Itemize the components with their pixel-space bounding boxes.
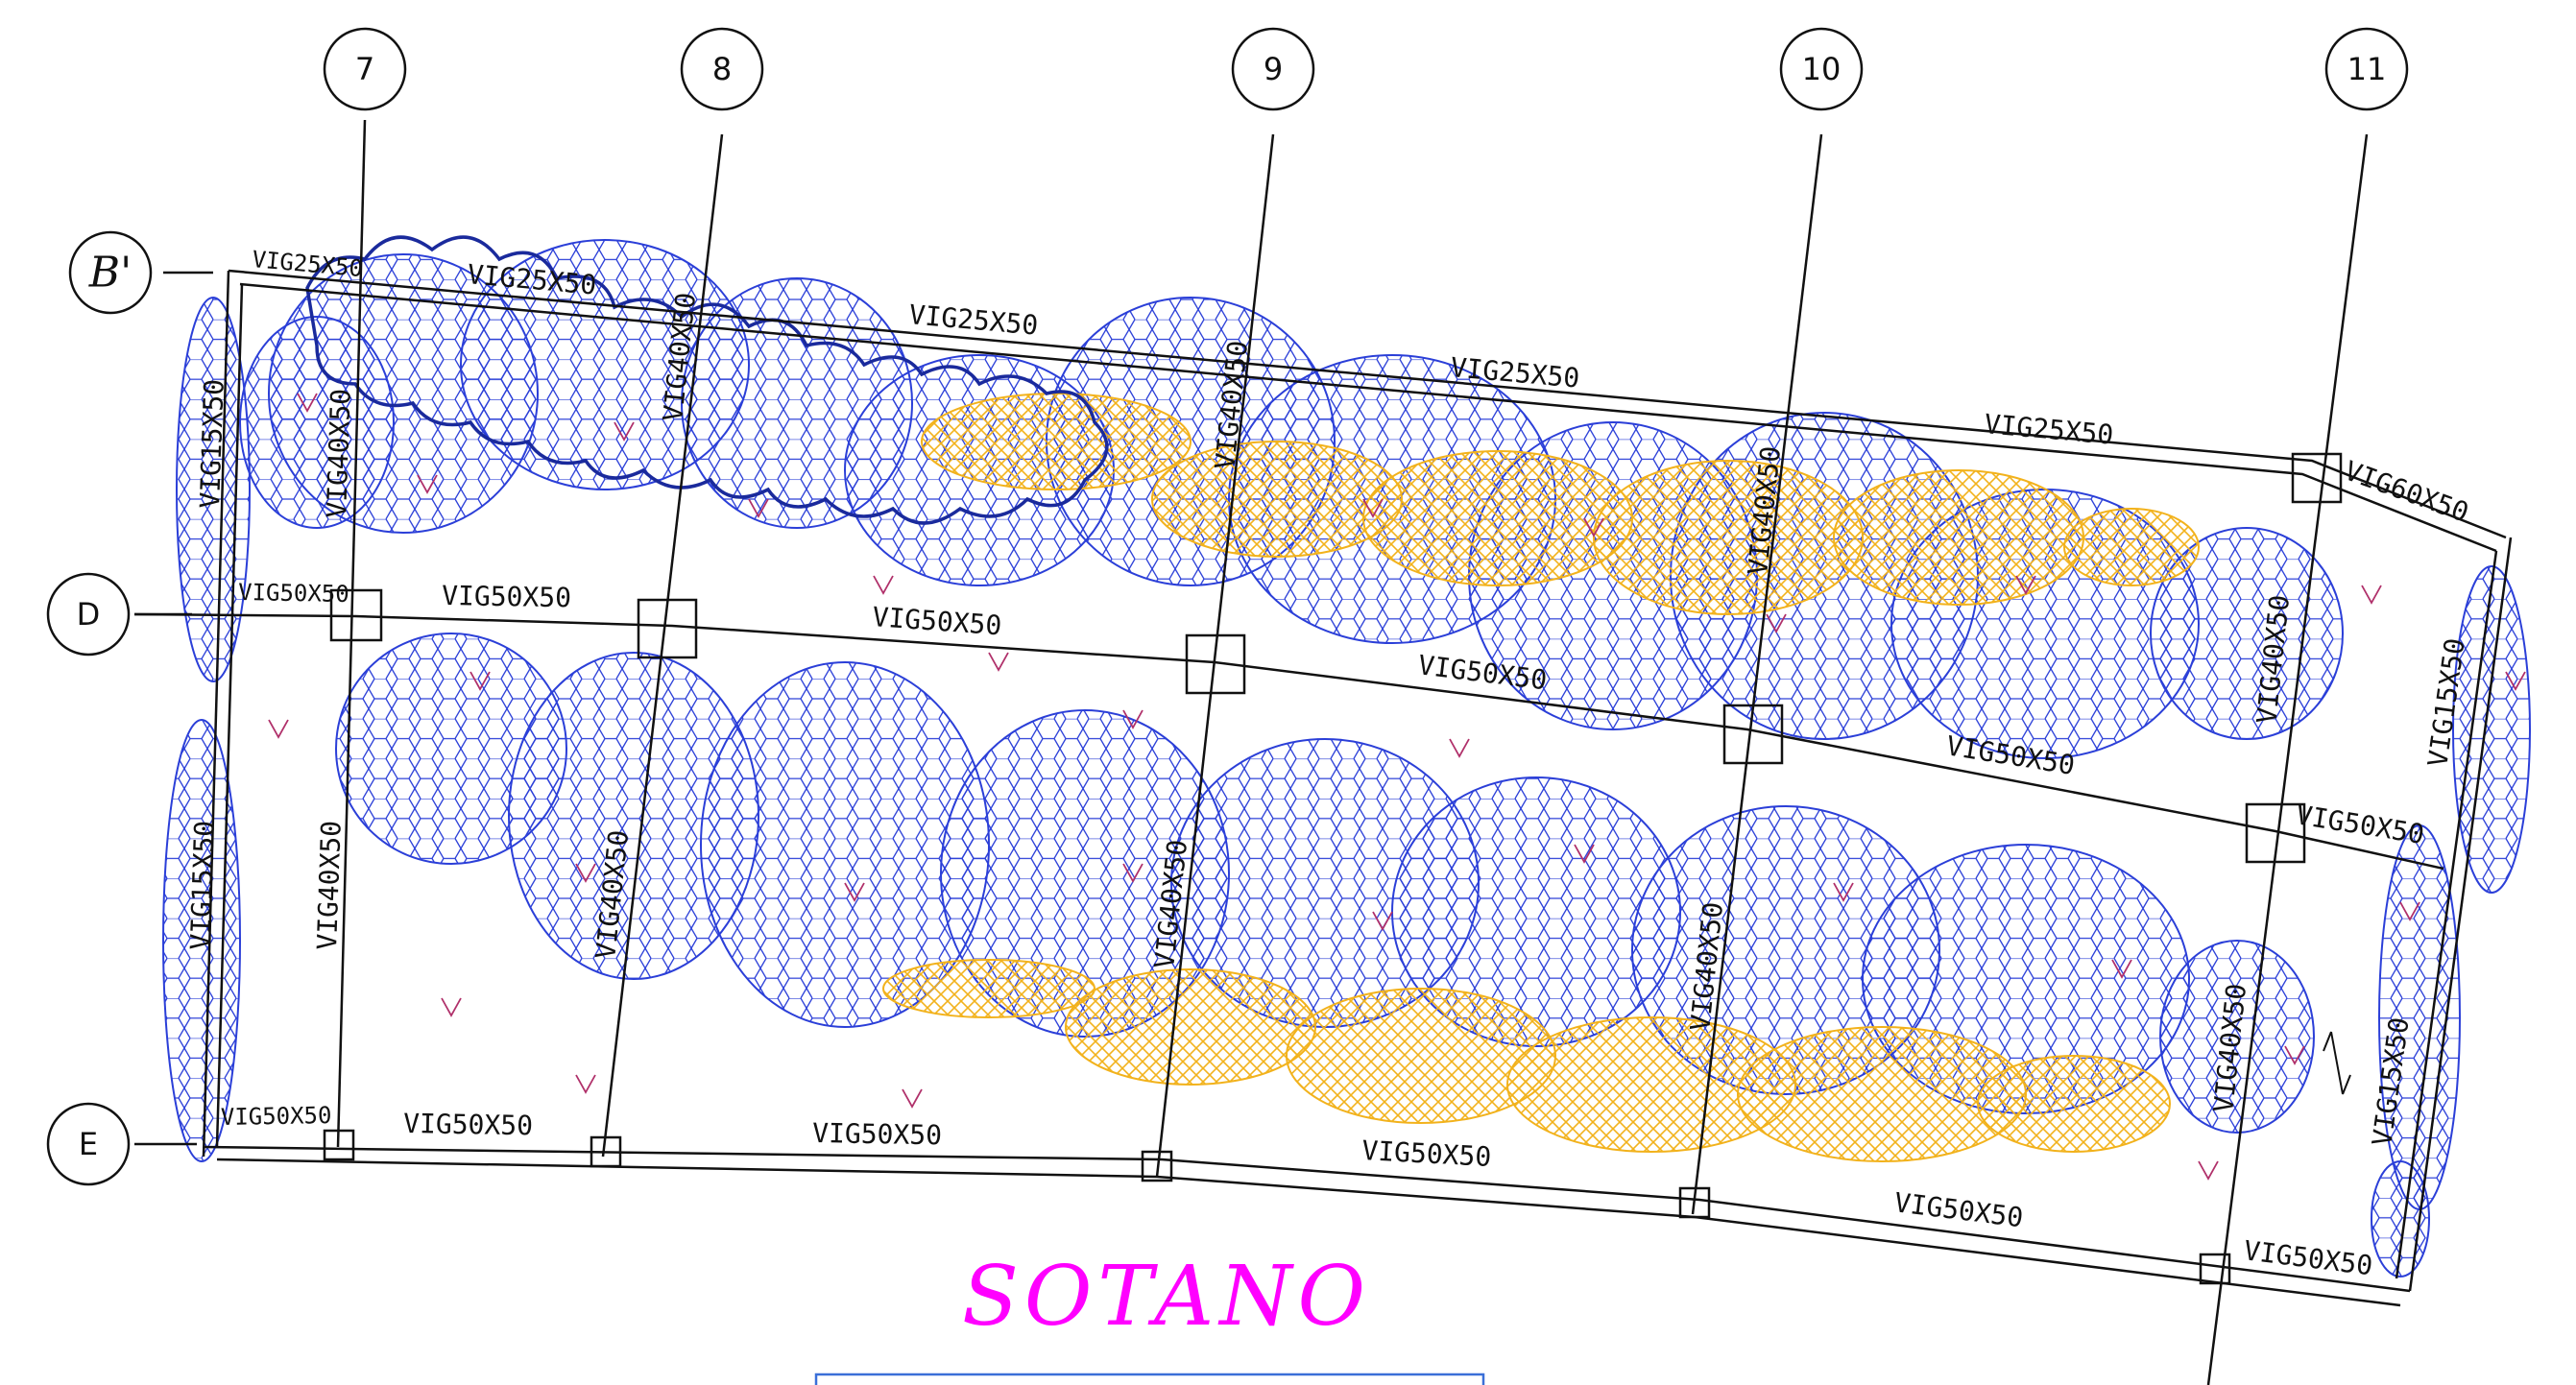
column-11-b <box>2291 452 2343 504</box>
tick-symbols <box>268 393 2526 1181</box>
beam-top-inner <box>239 282 2497 553</box>
column-10-d <box>1722 704 1784 765</box>
revision-cloud <box>305 235 1109 525</box>
grid-bubble-b-prime: B' <box>68 230 213 315</box>
svg-text:9: 9 <box>1264 51 1283 87</box>
column-10-e <box>1678 1186 1711 1219</box>
crosshatch-region-upper <box>921 393 2200 615</box>
svg-text:10: 10 <box>1802 51 1842 87</box>
column-8-d <box>637 598 698 659</box>
beam-label-row-e-6: VIG50X50 <box>2242 1234 2374 1281</box>
svg-text:8: 8 <box>712 51 732 87</box>
beam-label-top-corner: VIG60X50 <box>2341 455 2473 529</box>
grid-bubble-8: 8 <box>680 27 764 111</box>
beam-label-col7-lower: VIG40X50 <box>311 820 348 950</box>
beam-label-left-lower: VIG15X50 <box>184 820 221 950</box>
beam-label-row-d-2: VIG50X50 <box>442 580 571 613</box>
beam-label-row-e-3: VIG50X50 <box>812 1117 942 1151</box>
column-7-d <box>329 588 383 642</box>
beam-bottom-outer <box>203 1145 2411 1293</box>
beam-right-outer <box>2408 537 2513 1292</box>
beam-label-row-e-2: VIG50X50 <box>403 1108 533 1141</box>
grid-bubble-7: 7 <box>323 27 407 111</box>
beam-label-top-1: VIG25X50 <box>251 246 364 282</box>
column-11-d <box>2245 802 2306 864</box>
beam-label-row-e-1: VIG50X50 <box>221 1102 332 1131</box>
beam-top-outer <box>228 269 2507 539</box>
crosshatch-region-lower <box>882 959 2171 1162</box>
beam-col-7 <box>336 119 367 1148</box>
svg-text:11: 11 <box>2347 51 2387 87</box>
grid-bubble-d: D <box>46 572 192 657</box>
hex-cloud-strip-left <box>162 297 395 1162</box>
beam-label-row-d-3: VIG50X50 <box>872 601 1003 641</box>
title-block-frame <box>814 1373 1485 1385</box>
arrow-icon <box>2323 1031 2351 1095</box>
svg-text:7: 7 <box>355 51 374 87</box>
column-9-e <box>1141 1150 1173 1182</box>
column-7-e <box>323 1129 355 1161</box>
beam-col-10 <box>1691 133 1823 1215</box>
column-8-e <box>590 1135 622 1168</box>
svg-text:B': B' <box>88 249 132 298</box>
grid-bubble-10: 10 <box>1779 27 1864 111</box>
column-11-e <box>2199 1253 2231 1285</box>
beam-col-11 <box>2206 133 2369 1385</box>
beam-label-left-upper: VIG15X50 <box>194 378 230 509</box>
beam-right-inner <box>2395 550 2498 1279</box>
beam-label-row-d-6: VIG50X50 <box>2294 799 2426 850</box>
svg-text:D: D <box>77 596 101 633</box>
beam-col-9 <box>1155 133 1275 1178</box>
beam-bottom-inner <box>216 1158 2401 1307</box>
grid-bubble-11: 11 <box>2324 27 2409 111</box>
beam-label-top-5: VIG25X50 <box>1983 408 2114 451</box>
beam-label-row-e-4: VIG50X50 <box>1361 1134 1492 1173</box>
hex-cloud-strip-right <box>2371 565 2531 1278</box>
drawing-title: SOTANO <box>962 1249 1371 1345</box>
beam-col-8 <box>601 133 724 1158</box>
svg-text:E: E <box>79 1126 98 1162</box>
column-9-d <box>1185 633 1246 695</box>
beam-label-row-d-1: VIG50X50 <box>238 579 349 608</box>
beam-left-outer <box>202 270 230 1158</box>
beam-left-inner <box>215 283 244 1147</box>
beam-label-col7-upper: VIG40X50 <box>321 388 357 518</box>
grid-bubble-e: E <box>46 1102 197 1186</box>
grid-bubble-9: 9 <box>1231 27 1315 111</box>
